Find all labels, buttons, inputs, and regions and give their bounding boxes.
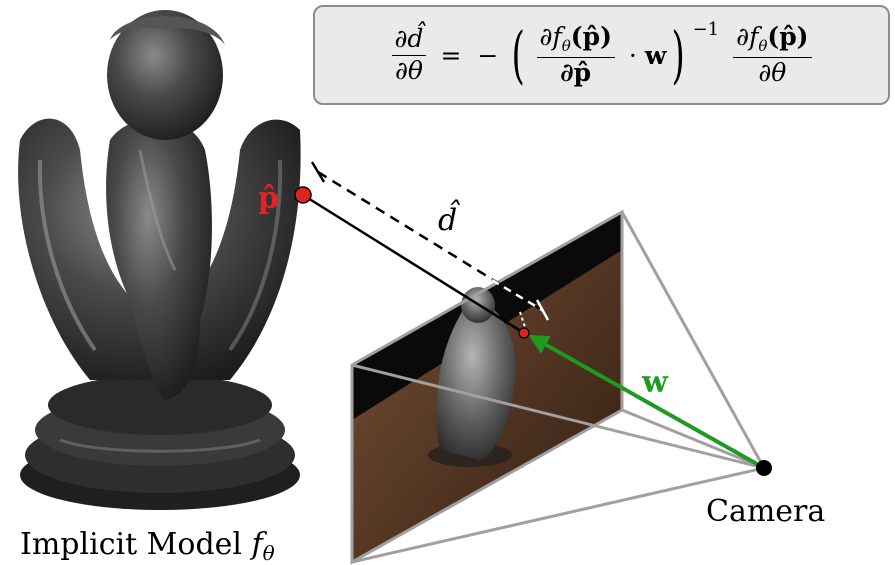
ray-label: w <box>641 365 669 400</box>
distance-label: d̂ <box>438 199 460 238</box>
left-paren: ( <box>511 18 526 91</box>
lhs-denominator: ∂θ <box>394 55 423 85</box>
ray-direction-arrow <box>528 335 765 470</box>
implicit-model-statue <box>18 10 301 510</box>
ray-symbol: w <box>644 40 667 70</box>
image-plane <box>350 209 624 565</box>
pixel-point <box>518 327 530 339</box>
model-label: Implicit Model fθ <box>20 527 275 565</box>
lhs-numerator: ∂d̂ <box>391 26 427 56</box>
distance-indicator <box>310 161 550 331</box>
lhs-fraction: ∂d̂ ∂θ <box>391 26 427 85</box>
point-label: p̂ <box>258 181 279 216</box>
camera-center <box>756 460 772 476</box>
inner-denominator: ∂p̂ <box>560 57 592 87</box>
right-paren: ) <box>671 18 686 91</box>
inverse-exponent: −1 <box>692 18 720 40</box>
inner-fraction: ∂fθ(p̂) ∂p̂ <box>536 23 615 87</box>
equation-box: ∂d̂ ∂θ = − ( ∂fθ(p̂) ∂p̂ · w ) −1 ∂fθ(p̂… <box>313 5 890 105</box>
ray-line <box>302 193 525 335</box>
minus-sign: − <box>477 40 499 70</box>
equals-sign: = <box>440 40 462 70</box>
camera-label: Camera <box>706 494 825 529</box>
rhs-fraction: ∂fθ(p̂) ∂θ <box>733 23 812 87</box>
rhs-numerator: ∂fθ(p̂) <box>733 23 812 58</box>
gradient-equation: ∂d̂ ∂θ = − ( ∂fθ(p̂) ∂p̂ · w ) −1 ∂fθ(p̂… <box>315 7 888 103</box>
camera-frustum <box>351 211 766 564</box>
dot-operator: · <box>628 40 637 70</box>
inner-numerator: ∂fθ(p̂) <box>536 23 615 58</box>
rhs-denominator: ∂θ <box>758 57 787 87</box>
surface-point <box>294 186 312 204</box>
